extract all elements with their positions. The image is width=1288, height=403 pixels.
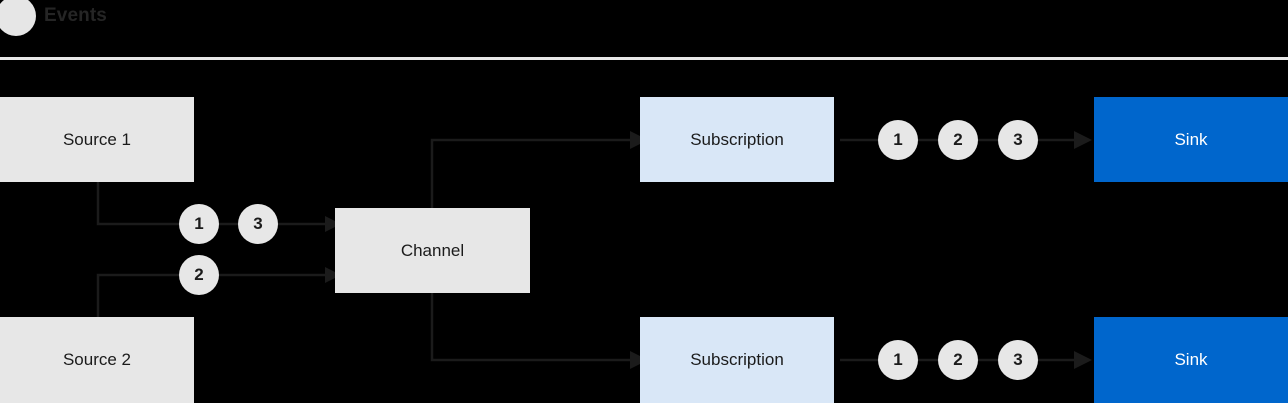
node-subscription-top[interactable]: Subscription (640, 97, 834, 182)
node-label: Subscription (690, 350, 784, 369)
node-label: Channel (400, 240, 465, 260)
node-sink-top[interactable]: Sink (1094, 97, 1288, 182)
event-token: 1 (878, 340, 918, 380)
node-label: Source 2 (62, 350, 132, 369)
event-token: 2 (938, 120, 978, 160)
event-token: 3 (238, 204, 278, 244)
node-label: Subscription (690, 129, 784, 149)
node-label: Sink (1174, 350, 1208, 369)
connector-source1-to-channel (96, 182, 341, 232)
event-token: 3 (998, 340, 1038, 380)
event-dot-icon (0, 0, 36, 36)
node-source-1[interactable]: Source 1 (0, 97, 194, 182)
node-subscription-bottom[interactable]: Subscription (640, 317, 834, 403)
connector-channel-to-subscription-bottom (430, 292, 648, 369)
event-token: 1 (878, 120, 918, 160)
header-divider (0, 57, 1288, 60)
event-token: 2 (938, 340, 978, 380)
node-channel[interactable]: Channel (335, 208, 530, 293)
page-title: Events (44, 5, 107, 26)
node-label: Sink (1174, 129, 1208, 149)
node-label: Source 1 (62, 129, 132, 149)
connector-source2-to-channel (96, 267, 341, 317)
event-token: 1 (179, 204, 219, 244)
node-source-2[interactable]: Source 2 (0, 317, 194, 403)
event-token: 2 (179, 255, 219, 295)
event-token: 3 (998, 120, 1038, 160)
diagram-header: Events (0, 0, 1288, 60)
node-sink-bottom[interactable]: Sink (1094, 317, 1288, 403)
